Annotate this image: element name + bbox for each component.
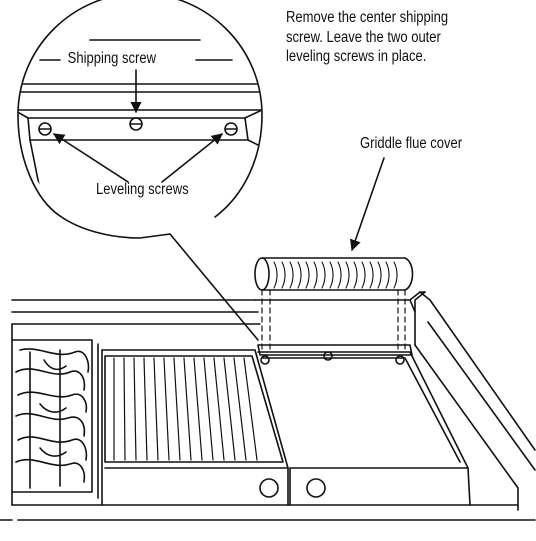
shipping-screw-label: Shipping screw [66, 49, 158, 69]
cooktop-body [0, 291, 536, 521]
griddle-screws [260, 351, 405, 365]
leveling-screw-arrow-right [161, 133, 223, 183]
instruction-line-3: leveling screws in place. [286, 48, 427, 65]
grill-grate [101, 349, 289, 506]
detail-screws [38, 117, 238, 136]
alignment-dashes [261, 289, 406, 351]
flue-cover-arrow [350, 157, 385, 252]
griddle-plate [257, 344, 471, 506]
griddle-flue-cover-label: Griddle flue cover [360, 135, 463, 152]
burner-grates [11, 339, 99, 499]
instruction-line-2: screw. Leave the two outer [286, 28, 441, 46]
instruction-text: Remove the center shipping screw. Leave … [286, 8, 448, 67]
instruction-line-1: Remove the center shipping [286, 9, 449, 26]
leveling-screws-label: Leveling screws [96, 181, 189, 198]
griddle-flue-cover [254, 257, 414, 291]
leveling-screw-arrow-left [53, 133, 129, 183]
detail-magnifier [17, 0, 263, 341]
